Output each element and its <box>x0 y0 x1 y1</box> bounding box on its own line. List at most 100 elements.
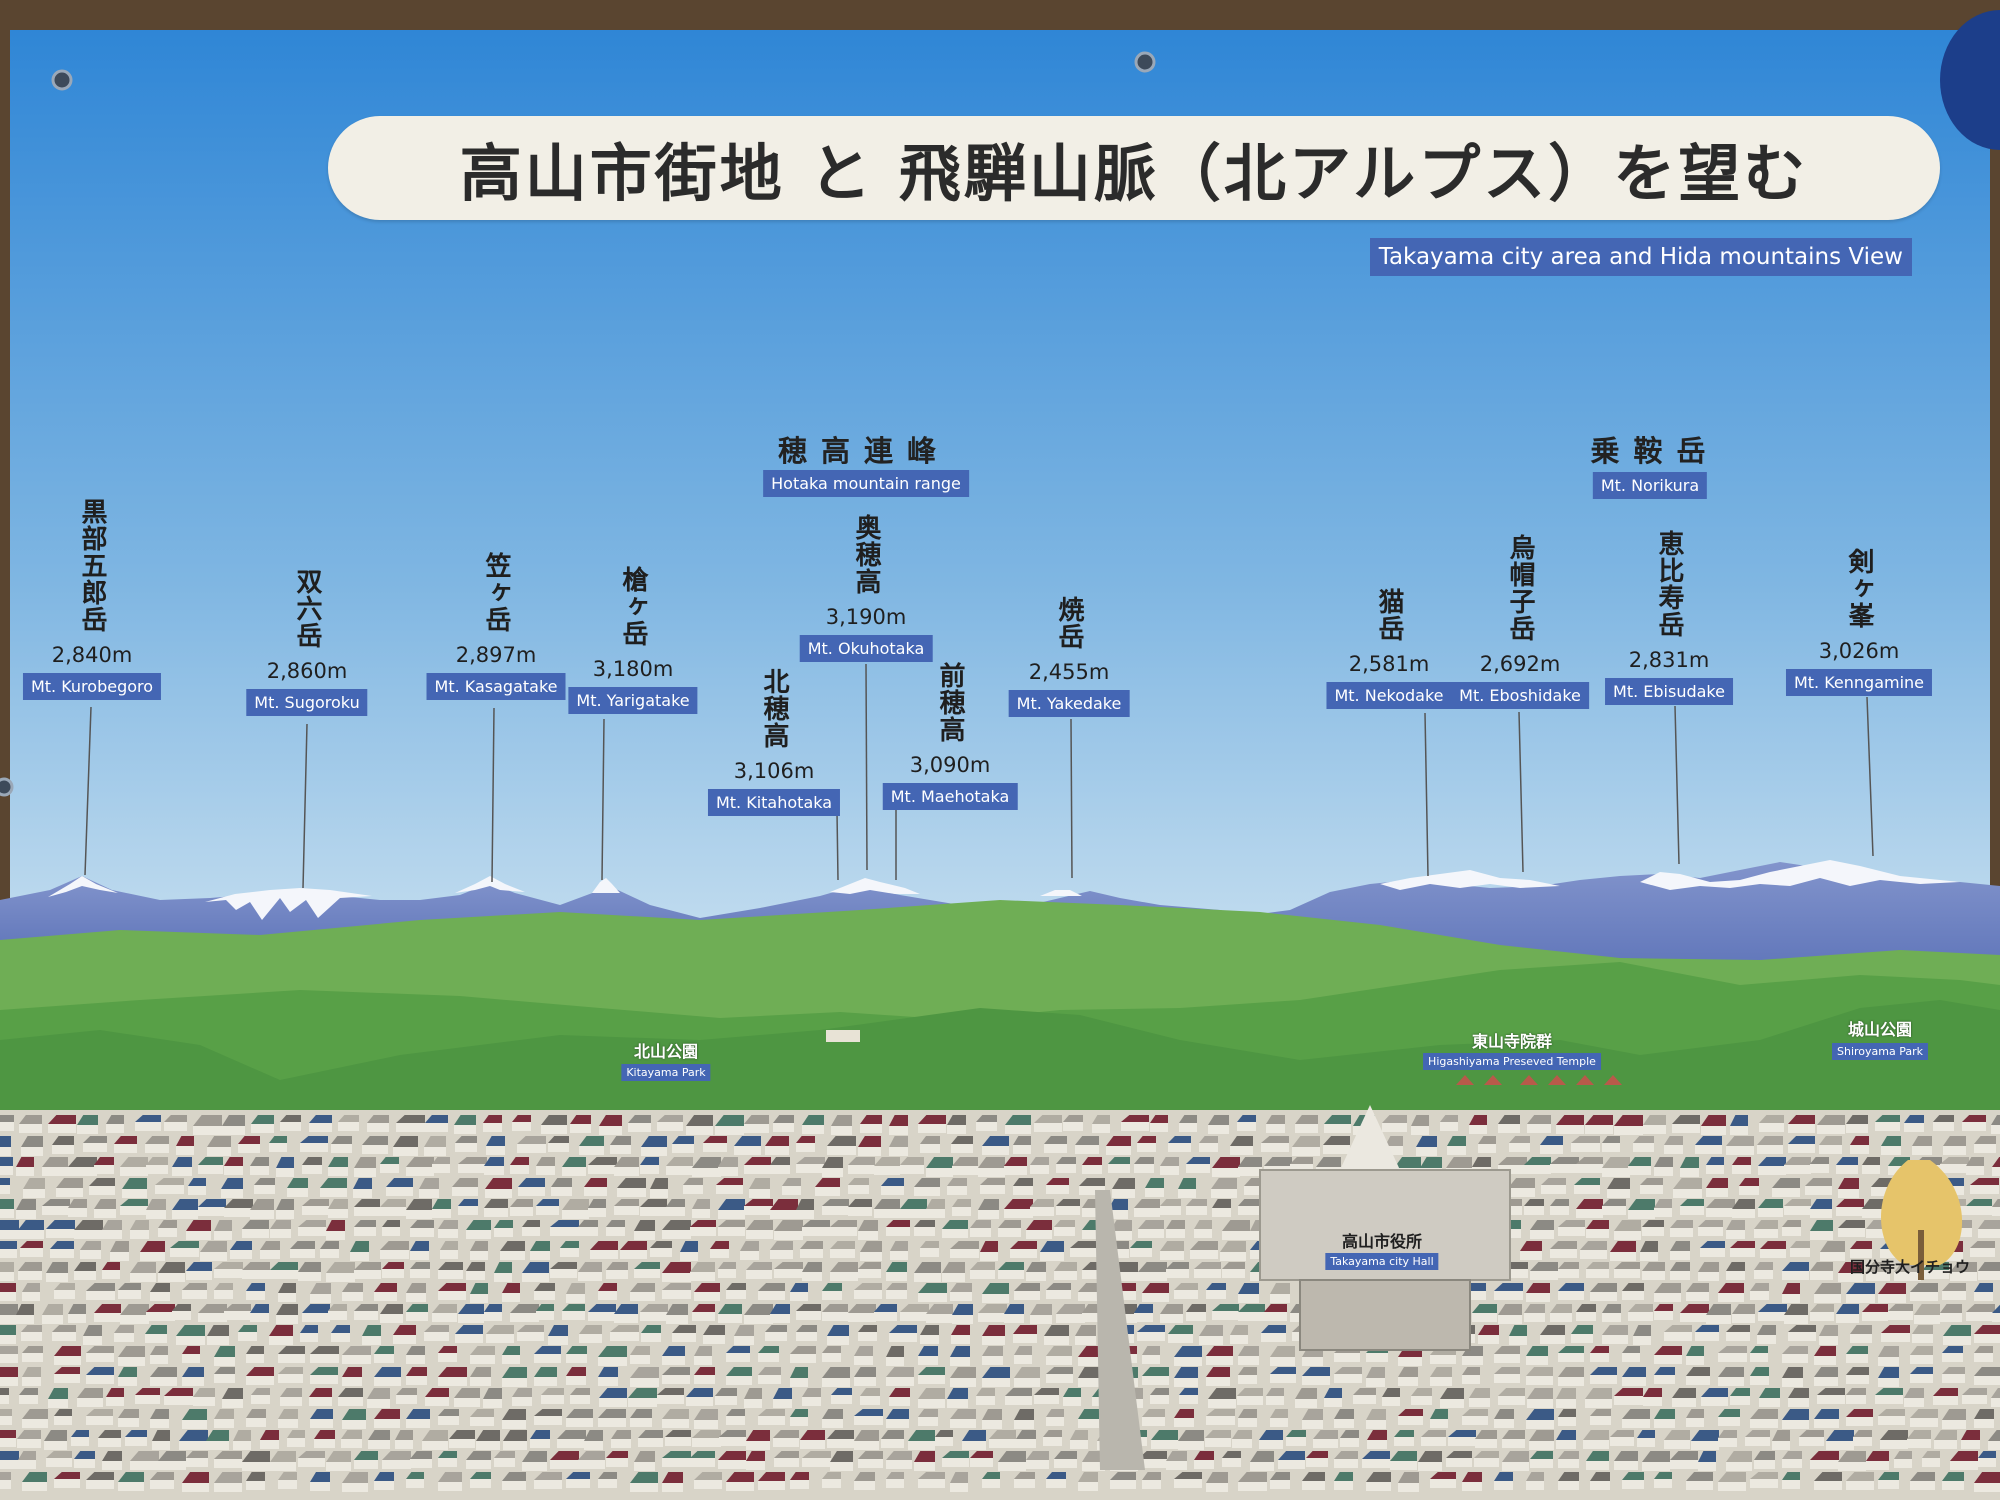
house-wall <box>802 1272 822 1281</box>
house-roof <box>662 1262 691 1273</box>
house-wall <box>790 1292 808 1301</box>
house-wall <box>342 1377 362 1386</box>
house-wall <box>1943 1336 1971 1345</box>
house-roof <box>831 1115 852 1126</box>
house-wall <box>550 1460 579 1469</box>
house-wall <box>48 1399 68 1408</box>
house-wall <box>1961 1440 1980 1449</box>
house-wall <box>1974 1144 1996 1153</box>
house-roof <box>950 1283 972 1292</box>
house-roof <box>1108 1157 1130 1164</box>
house-wall <box>86 1291 115 1300</box>
house-wall <box>1398 1377 1418 1386</box>
house-roof <box>1166 1262 1189 1269</box>
peak-name-ja: 猫岳 <box>1373 588 1404 642</box>
house-roof <box>1286 1430 1306 1437</box>
house-wall <box>1168 1334 1193 1343</box>
house-roof <box>458 1199 478 1206</box>
house-wall <box>406 1293 426 1302</box>
house-roof <box>584 1178 607 1187</box>
house-roof <box>980 1178 1005 1185</box>
house-roof <box>578 1451 605 1460</box>
house-roof <box>80 1241 101 1250</box>
house-wall <box>827 1336 849 1345</box>
house-wall <box>48 1124 76 1133</box>
house-roof <box>1054 1451 1077 1459</box>
house-wall <box>86 1480 114 1489</box>
house-roof <box>1718 1367 1744 1377</box>
house-roof <box>502 1367 527 1378</box>
house-wall <box>1238 1418 1257 1427</box>
house-wall <box>0 1122 14 1131</box>
house-wall <box>557 1439 586 1448</box>
house-wall <box>534 1416 562 1425</box>
house-roof <box>1686 1283 1709 1292</box>
house-roof <box>0 1304 18 1315</box>
house-wall <box>83 1143 107 1152</box>
house-wall <box>517 1332 544 1341</box>
house-roof <box>502 1283 520 1293</box>
house-roof <box>1698 1262 1719 1272</box>
house-roof <box>551 1178 572 1187</box>
house-roof <box>1142 1283 1169 1293</box>
house-wall <box>796 1311 821 1320</box>
house-roof <box>610 1136 631 1145</box>
house-roof <box>690 1262 715 1272</box>
house-roof <box>320 1241 339 1249</box>
house-roof <box>1524 1157 1551 1165</box>
house-roof <box>1398 1409 1423 1416</box>
house-wall <box>1494 1481 1513 1490</box>
house-wall <box>718 1210 745 1219</box>
house-wall <box>1295 1124 1318 1133</box>
house-wall <box>1922 1270 1949 1279</box>
house-wall <box>611 1439 631 1448</box>
house-roof <box>726 1472 754 1482</box>
house-roof <box>1784 1199 1811 1206</box>
place-kitayama-en: Kitayama Park <box>621 1064 711 1081</box>
house-wall <box>102 1270 120 1279</box>
house-roof <box>848 1157 875 1165</box>
house-roof <box>650 1241 672 1248</box>
house-wall <box>44 1441 67 1450</box>
house-wall <box>662 1273 691 1282</box>
house-roof <box>278 1367 303 1374</box>
house-wall <box>350 1252 369 1261</box>
house-wall <box>1043 1437 1062 1446</box>
house-roof <box>1718 1430 1737 1438</box>
house-roof <box>1814 1472 1842 1481</box>
house-wall <box>512 1397 532 1406</box>
house-wall <box>1222 1231 1250 1240</box>
house-wall <box>662 1458 691 1467</box>
house-wall <box>1394 1437 1414 1446</box>
house-wall <box>1878 1378 1899 1387</box>
house-roof <box>982 1346 1003 1356</box>
house-roof <box>1014 1346 1032 1355</box>
house-roof <box>827 1430 854 1439</box>
house-wall <box>566 1294 585 1303</box>
house-roof <box>1826 1430 1854 1441</box>
house-roof <box>900 1157 924 1165</box>
house-roof <box>1880 1430 1908 1440</box>
house-roof <box>251 1388 270 1395</box>
house-roof <box>1092 1115 1110 1124</box>
house-wall <box>848 1165 875 1174</box>
house-roof <box>1814 1367 1838 1377</box>
house-roof <box>1238 1346 1259 1356</box>
house-wall <box>22 1353 43 1362</box>
house-wall <box>848 1207 872 1216</box>
house-wall <box>1680 1168 1699 1177</box>
house-wall <box>1160 1251 1184 1260</box>
house-wall <box>978 1168 1005 1177</box>
house-wall <box>1075 1145 1099 1154</box>
house-wall <box>1174 1479 1202 1488</box>
house-wall <box>135 1395 160 1404</box>
house-wall <box>1178 1189 1196 1198</box>
house-wall <box>1642 1271 1665 1280</box>
house-wall <box>438 1353 457 1362</box>
house-roof <box>802 1115 824 1125</box>
house-roof <box>214 1472 242 1483</box>
house-wall <box>380 1314 403 1323</box>
house-wall <box>354 1311 378 1320</box>
house-wall <box>588 1165 617 1174</box>
page-title: 高山市街地 と 飛騨山脈（北アルプス）を望む <box>459 137 1809 210</box>
